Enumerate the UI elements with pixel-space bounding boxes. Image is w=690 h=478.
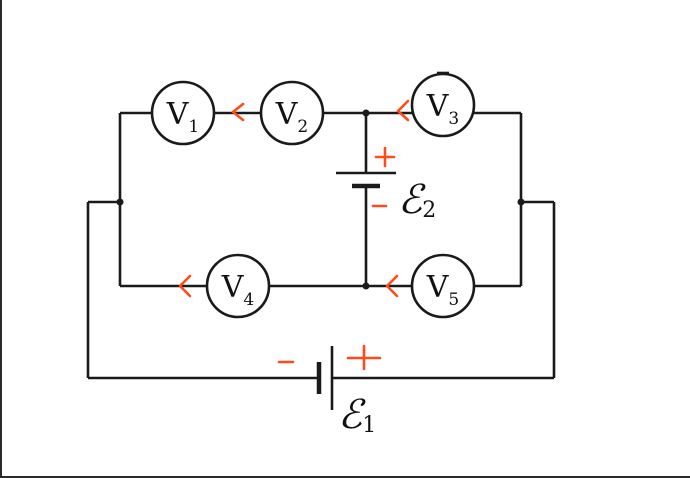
current-arrow — [396, 99, 410, 122]
current-arrows — [178, 99, 410, 298]
battery-1-label: ℰ1 — [338, 392, 376, 438]
svg-text:V4: V4 — [221, 270, 255, 310]
outer-loop — [86, 200, 556, 410]
current-arrow — [178, 274, 192, 298]
middle-branch — [336, 113, 396, 286]
polarity-marks — [277, 146, 396, 371]
voltmeter-v1: V1 — [150, 80, 216, 146]
junction-dot — [362, 109, 370, 117]
current-arrow — [231, 102, 245, 122]
junction-dot — [362, 282, 370, 290]
battery-2-label: ℰ2 — [398, 177, 436, 223]
svg-text:V2: V2 — [275, 97, 309, 137]
voltmeter-v4: V4 — [205, 253, 271, 319]
svg-text:V5: V5 — [426, 270, 460, 310]
junction-dot — [517, 198, 525, 206]
junction-dot — [116, 198, 124, 206]
voltmeter-v2: V2 — [259, 80, 325, 146]
svg-text:V1: V1 — [166, 97, 200, 137]
voltmeter-v5: V5 — [410, 253, 476, 319]
voltmeter-v3: V3 — [410, 71, 476, 138]
current-arrow — [385, 274, 399, 298]
junctions — [116, 109, 525, 290]
svg-text:V3: V3 — [426, 89, 460, 129]
